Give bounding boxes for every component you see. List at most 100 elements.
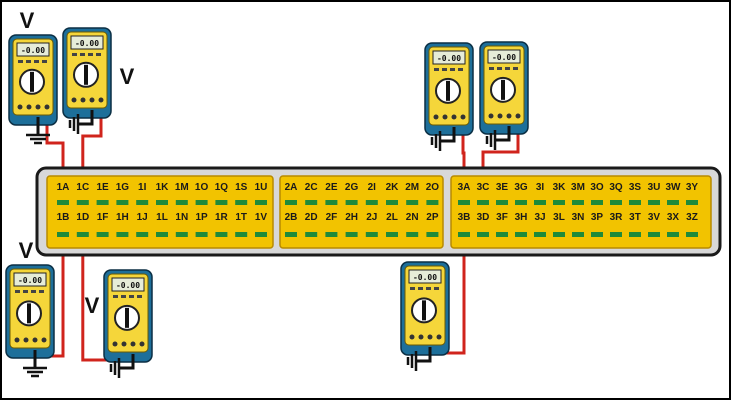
meter-jack bbox=[130, 341, 136, 347]
meter-key bbox=[42, 60, 47, 63]
pin-1C bbox=[76, 200, 89, 205]
pin-1T bbox=[235, 232, 248, 237]
pin-1U bbox=[255, 200, 267, 205]
pin-label-1D: 1D bbox=[76, 212, 89, 223]
pin-label-3R: 3R bbox=[610, 212, 624, 223]
pin-3Q bbox=[610, 200, 622, 205]
pin-1I bbox=[136, 200, 149, 205]
pin-2N bbox=[406, 232, 419, 237]
meter-display bbox=[432, 50, 466, 65]
pin-3R bbox=[610, 232, 622, 237]
pin-label-3Q: 3Q bbox=[609, 182, 623, 193]
pin-label-3F: 3F bbox=[496, 212, 508, 223]
pin-3M bbox=[572, 200, 584, 205]
meter-reading: -0.00 bbox=[492, 53, 516, 62]
meter-key bbox=[458, 68, 463, 71]
meter-3a: -0.00 bbox=[424, 42, 474, 136]
pin-label-2F: 2F bbox=[326, 212, 338, 223]
multimeters: -0.00V-0.00V-0.00-0.00-0.00V-0.00V-0.00 bbox=[5, 8, 529, 378]
pin-label-1H: 1H bbox=[116, 212, 129, 223]
meter-key bbox=[23, 290, 28, 293]
pin-2C bbox=[305, 200, 318, 205]
ground-icon bbox=[406, 347, 432, 371]
meter-jack bbox=[497, 113, 503, 119]
pin-2E bbox=[325, 200, 338, 205]
meter-display bbox=[111, 277, 145, 292]
pin-3K bbox=[553, 200, 565, 205]
pin-label-1G: 1G bbox=[116, 182, 130, 193]
meter-jack bbox=[409, 334, 415, 340]
pin-3Y bbox=[686, 200, 698, 205]
meter-key bbox=[31, 290, 36, 293]
pin-3D bbox=[477, 232, 489, 237]
pin-3W bbox=[667, 200, 679, 205]
meter-jack bbox=[121, 341, 127, 347]
meter-key bbox=[434, 287, 439, 290]
pin-3L bbox=[553, 232, 565, 237]
meter-1d: -0.00V bbox=[85, 269, 153, 363]
meter-key bbox=[450, 68, 455, 71]
pin-label-2I: 2I bbox=[368, 182, 377, 193]
pin-label-3B: 3B bbox=[458, 212, 471, 223]
meter-jack bbox=[23, 337, 29, 343]
pin-2F bbox=[325, 232, 338, 237]
meter-key bbox=[513, 67, 518, 70]
pin-label-1F: 1F bbox=[97, 212, 109, 223]
pin-label-2H: 2H bbox=[345, 212, 358, 223]
meter-key bbox=[96, 53, 101, 56]
meter-key bbox=[88, 53, 93, 56]
meter-display bbox=[13, 272, 47, 287]
pin-1J bbox=[136, 232, 149, 237]
pin-1K bbox=[156, 200, 168, 205]
block-body bbox=[279, 175, 444, 249]
meter-jack bbox=[112, 341, 118, 347]
pin-1S bbox=[235, 200, 248, 205]
pin-label-3O: 3O bbox=[590, 182, 604, 193]
pin-label-1M: 1M bbox=[175, 182, 189, 193]
pin-1L bbox=[156, 232, 168, 237]
meter-key bbox=[418, 287, 423, 290]
pin-label-2B: 2B bbox=[285, 212, 298, 223]
meter-key bbox=[72, 53, 77, 56]
pin-3A bbox=[458, 200, 470, 205]
meter-key bbox=[121, 295, 126, 298]
pin-2B bbox=[285, 232, 297, 237]
pin-2I bbox=[365, 200, 378, 205]
pin-label-3K: 3K bbox=[553, 182, 567, 193]
pin-3S bbox=[629, 200, 641, 205]
meter-3b: -0.00 bbox=[400, 261, 450, 356]
pin-label-2K: 2K bbox=[386, 182, 400, 193]
pin-label-2E: 2E bbox=[325, 182, 338, 193]
pin-label-3X: 3X bbox=[667, 212, 680, 223]
meter-jack bbox=[41, 337, 47, 343]
pin-label-3D: 3D bbox=[477, 212, 490, 223]
pin-label-3S: 3S bbox=[629, 182, 642, 193]
pin-1B bbox=[57, 232, 69, 237]
meter-key bbox=[137, 295, 142, 298]
pin-label-1R: 1R bbox=[215, 212, 229, 223]
pin-3C bbox=[477, 200, 489, 205]
pin-label-3Y: 3Y bbox=[686, 182, 699, 193]
meter-jack bbox=[460, 114, 466, 120]
pin-label-3J: 3J bbox=[534, 212, 545, 223]
pin-label-1A: 1A bbox=[57, 182, 70, 193]
meter-3c: -0.00 bbox=[479, 41, 529, 135]
pin-1P bbox=[195, 232, 208, 237]
unit-label: V bbox=[20, 8, 35, 33]
pin-3Z bbox=[686, 232, 698, 237]
pin-3I bbox=[534, 200, 546, 205]
meter-jack bbox=[436, 334, 442, 340]
pin-2K bbox=[386, 200, 398, 205]
meter-jack bbox=[98, 97, 104, 103]
pin-label-1V: 1V bbox=[255, 212, 268, 223]
meter-jack bbox=[32, 337, 38, 343]
meter-key bbox=[26, 60, 31, 63]
pin-3H bbox=[515, 232, 527, 237]
pin-2J bbox=[365, 232, 378, 237]
meter-jack bbox=[17, 104, 23, 110]
meter-reading: -0.00 bbox=[75, 39, 99, 48]
pin-label-3T: 3T bbox=[629, 212, 641, 223]
pin-label-2G: 2G bbox=[345, 182, 359, 193]
